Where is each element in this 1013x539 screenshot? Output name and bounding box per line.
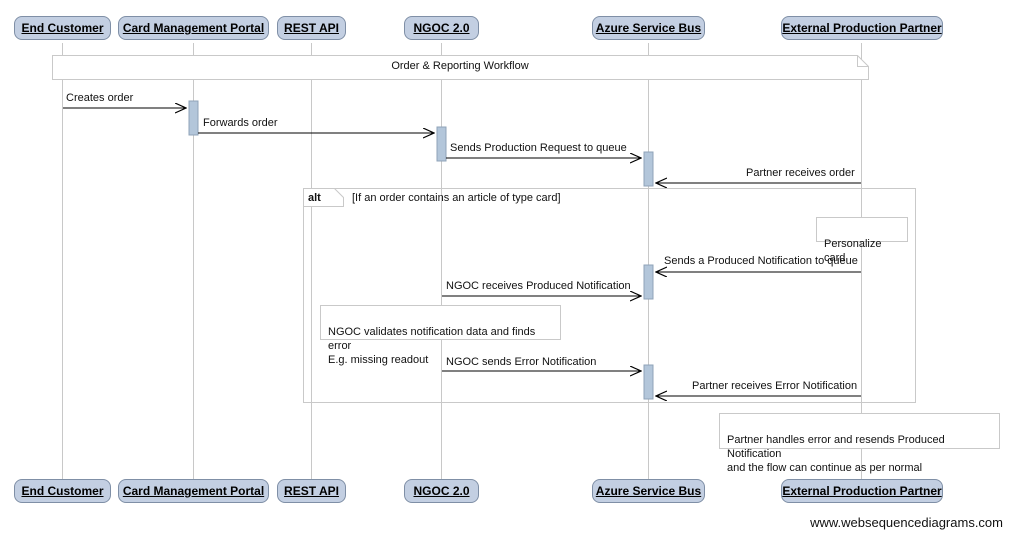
note-fold-icon <box>549 306 560 317</box>
message-label-ngoc-receives-produced-notification: NGOC receives Produced Notification <box>446 280 631 292</box>
participant-top-card-management-portal-label: Card Management Portal <box>122 21 265 35</box>
message-label-partner-receives-error-notification: Partner receives Error Notification <box>692 380 858 392</box>
message-label-ngoc-sends-error-notification: NGOC sends Error Notification <box>446 356 597 368</box>
participant-bottom-external-production-partner-label: External Production Partner <box>782 484 942 498</box>
participant-top-external-production-partner[interactable]: External Production Partner <box>781 16 943 40</box>
participant-bottom-card-management-portal[interactable]: Card Management Portal <box>118 479 269 503</box>
note-fold-icon <box>896 218 907 229</box>
message-label-creates-order: Creates order <box>66 92 134 104</box>
participant-bottom-end-customer[interactable]: End Customer <box>14 479 111 503</box>
note-ngoc-validation-text: NGOC validates notification data and fin… <box>328 326 536 366</box>
participant-bottom-card-management-portal-label: Card Management Portal <box>122 484 265 498</box>
participant-top-azure-service-bus-label: Azure Service Bus <box>595 21 702 35</box>
participant-top-rest-api-label: REST API <box>284 21 339 35</box>
activation-azure-service-bus-2 <box>643 264 654 300</box>
frame-alt-card-article <box>303 188 916 403</box>
participant-bottom-rest-api[interactable]: REST API <box>277 479 346 503</box>
frame-alt-label: alt <box>308 192 321 204</box>
participant-bottom-azure-service-bus[interactable]: Azure Service Bus <box>592 479 705 503</box>
participant-bottom-external-production-partner[interactable]: External Production Partner <box>781 479 943 503</box>
participant-bottom-end-customer-label: End Customer <box>21 484 104 498</box>
frame-alt-condition: [If an order contains an article of type… <box>352 192 561 204</box>
participant-top-end-customer[interactable]: End Customer <box>14 16 111 40</box>
frame-ref-title: Order & Reporting Workflow <box>391 60 529 72</box>
activation-bars <box>188 100 654 400</box>
note-fold-icon <box>988 414 999 425</box>
note-personalize-card: Personalize card <box>816 217 908 264</box>
participant-top-end-customer-label: End Customer <box>21 21 104 35</box>
participant-top-card-management-portal[interactable]: Card Management Portal <box>118 16 269 40</box>
message-label-partner-receives-order: Partner receives order <box>746 167 855 179</box>
message-label-sends-production-request: Sends Production Request to queue <box>450 142 627 154</box>
frame-order-reporting-workflow <box>52 55 869 80</box>
participant-bottom-azure-service-bus-label: Azure Service Bus <box>595 484 702 498</box>
watermark-websequencediagrams: www.websequencediagrams.com <box>810 515 1003 530</box>
activation-card-management-portal <box>188 100 199 136</box>
participant-top-external-production-partner-label: External Production Partner <box>782 21 942 35</box>
activation-azure-service-bus-1 <box>643 151 654 187</box>
note-ngoc-validation: NGOC validates notification data and fin… <box>320 305 561 366</box>
note-partner-handles-error-text: Partner handles error and resends Produc… <box>727 434 945 474</box>
participant-top-ngoc-2-0-label: NGOC 2.0 <box>413 21 470 35</box>
participant-bottom-ngoc-2-0[interactable]: NGOC 2.0 <box>404 479 479 503</box>
participant-top-azure-service-bus[interactable]: Azure Service Bus <box>592 16 705 40</box>
message-label-forwards-order: Forwards order <box>203 117 278 129</box>
message-label-sends-produced-notification: Sends a Produced Notification to queue <box>664 255 858 267</box>
participant-top-rest-api[interactable]: REST API <box>277 16 346 40</box>
activation-azure-service-bus-3 <box>643 364 654 400</box>
note-personalize-card-text: Personalize card <box>824 238 882 264</box>
participant-bottom-rest-api-label: REST API <box>284 484 339 498</box>
message-arrows <box>63 108 861 396</box>
participant-bottom-ngoc-2-0-label: NGOC 2.0 <box>413 484 470 498</box>
participant-top-ngoc-2-0[interactable]: NGOC 2.0 <box>404 16 479 40</box>
note-partner-handles-error: Partner handles error and resends Produc… <box>719 413 1000 474</box>
activation-ngoc-2-0-order <box>436 126 447 162</box>
